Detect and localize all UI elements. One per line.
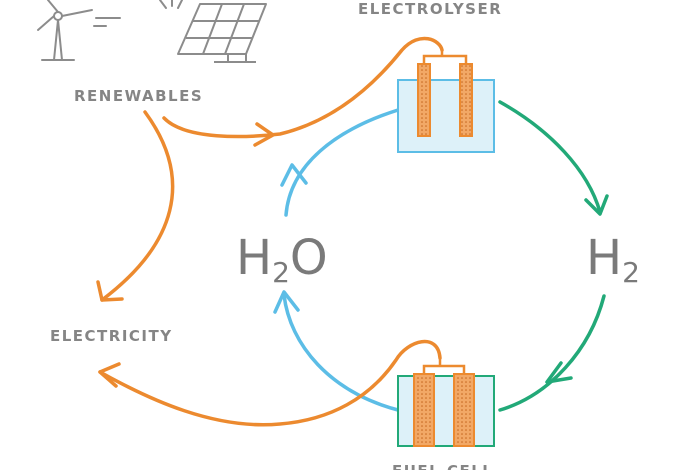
- hydrogen-flow-arrows: [498, 100, 609, 412]
- water-h: H: [236, 230, 272, 286]
- electricity-flow-arrows: [96, 36, 444, 427]
- solar-panel-icon: [177, 3, 267, 63]
- electricity-label: ELECTRICITY: [50, 327, 173, 345]
- fuel-cell-label: FUEL CELL: [392, 462, 493, 470]
- hydrogen-formula: H2: [586, 230, 640, 289]
- fuel-cell-tank: [397, 358, 495, 447]
- water-formula: H2O: [236, 230, 328, 289]
- electrolyser-tank: [397, 50, 495, 153]
- hydrogen-subscript: 2: [622, 256, 640, 289]
- water-subscript: 2: [272, 256, 290, 289]
- renewables-label: RENEWABLES: [74, 87, 203, 105]
- sun-icon: [159, 0, 183, 9]
- wind-turbine-icon: [37, 0, 121, 61]
- hydrogen-h: H: [586, 230, 622, 286]
- electrolyser-label: ELECTROLYSER: [358, 0, 502, 18]
- water-flow-arrows: [273, 108, 400, 412]
- water-o: O: [290, 230, 328, 286]
